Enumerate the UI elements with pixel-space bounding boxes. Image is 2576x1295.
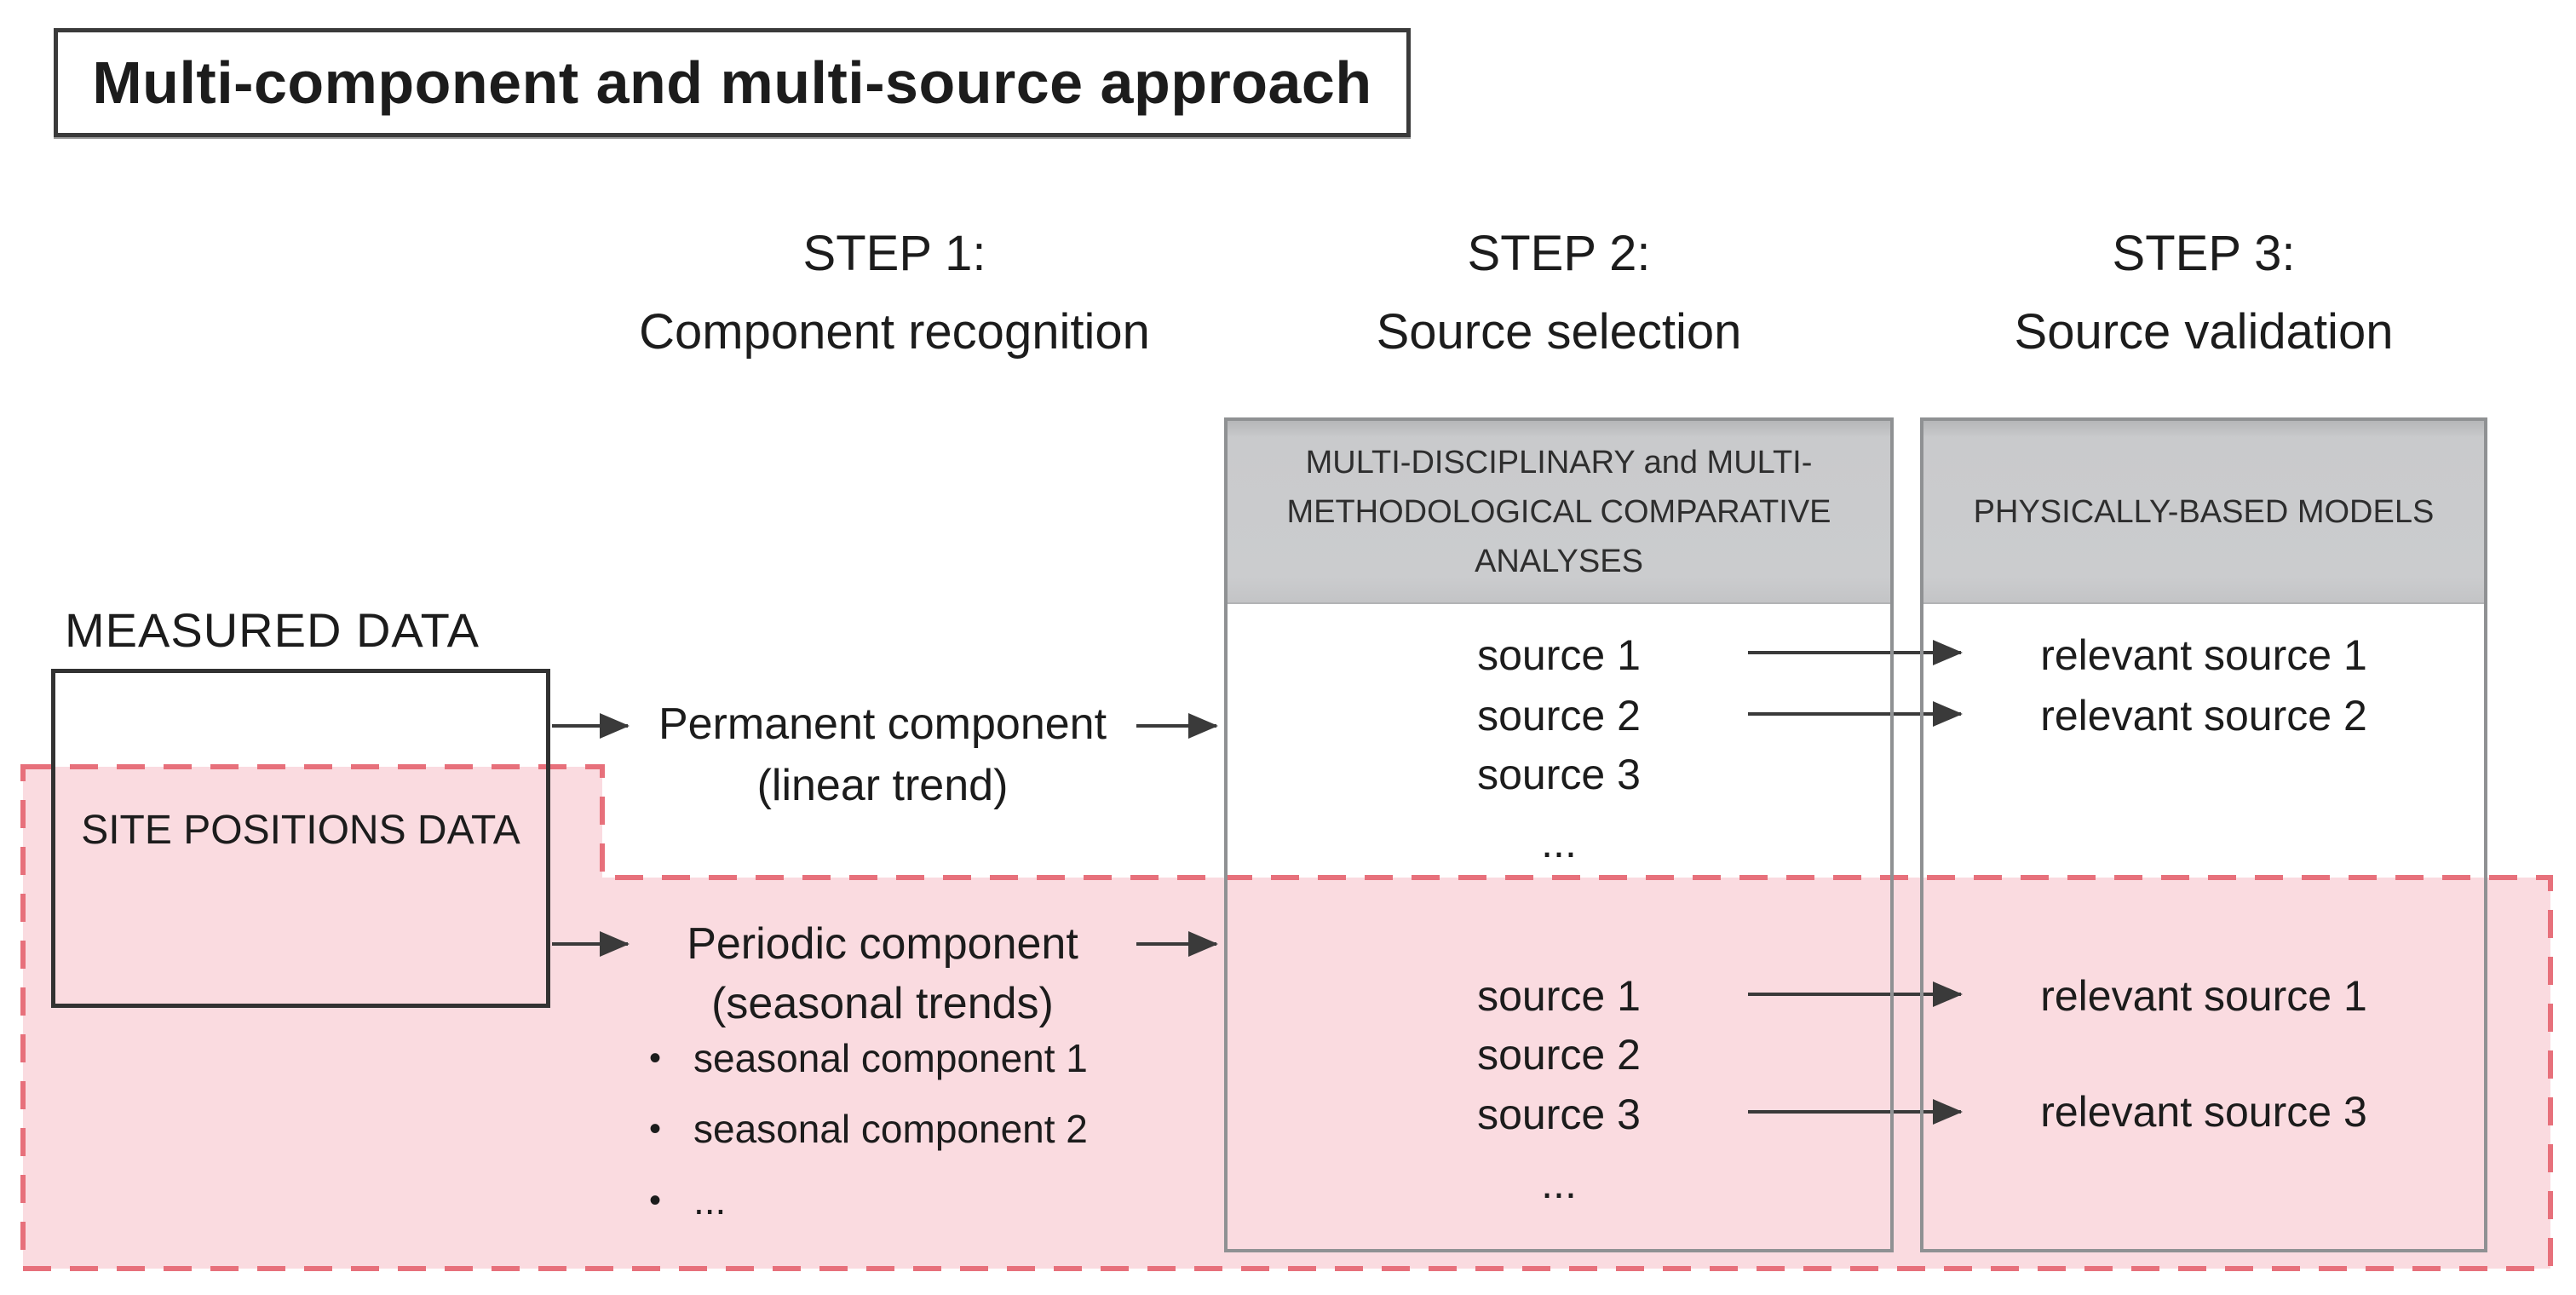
step1-name: Component recognition bbox=[639, 304, 1150, 360]
step3-heading: STEP 3: Source validation bbox=[1795, 215, 2576, 371]
step3-upper-relevant-2: relevant source 2 bbox=[2040, 692, 2367, 740]
seasonal-bullet-2-text: seasonal component 2 bbox=[693, 1107, 1088, 1151]
step2-lower-source-3: source 3 bbox=[1477, 1091, 1641, 1138]
step2-lower-source-2: source 2 bbox=[1477, 1031, 1641, 1079]
periodic-component-title: Periodic component bbox=[687, 919, 1078, 969]
seasonal-bullet-2: • seasonal component 2 bbox=[649, 1107, 1211, 1151]
step2-heading: STEP 2: Source selection bbox=[1150, 215, 1968, 371]
periodic-highlight-region bbox=[20, 764, 2553, 1271]
bullet-icon: • bbox=[649, 1039, 662, 1077]
step3-header: PHYSICALLY-BASED MODELS bbox=[1923, 421, 2484, 604]
step2-upper-ellipsis: ... bbox=[1541, 819, 1577, 866]
step3-upper-relevant-1: relevant source 1 bbox=[2040, 631, 2367, 679]
step2-lower-source-1: source 1 bbox=[1477, 972, 1641, 1020]
measured-data-label: MEASURED DATA bbox=[65, 603, 480, 657]
step2-upper-source-2: source 2 bbox=[1477, 692, 1641, 740]
step3-lower-relevant-1: relevant source 1 bbox=[2040, 972, 2367, 1020]
permanent-component-title: Permanent component bbox=[658, 699, 1107, 749]
diagram-title-box: Multi-component and multi-source approac… bbox=[54, 28, 1411, 137]
step1-heading: STEP 1: Component recognition bbox=[486, 215, 1303, 371]
step2-header: MULTI-DISCIPLINARY and MULTI-METHODOLOGI… bbox=[1228, 421, 1890, 604]
step3-label: STEP 3: bbox=[2112, 226, 2296, 281]
bullet-icon: • bbox=[649, 1109, 662, 1148]
step2-lower-ellipsis: ... bbox=[1541, 1160, 1577, 1207]
seasonal-bullet-1: • seasonal component 1 bbox=[649, 1036, 1211, 1080]
seasonal-bullet-ellipsis-text: ... bbox=[693, 1178, 727, 1223]
bullet-icon: • bbox=[649, 1181, 662, 1219]
site-positions-box bbox=[51, 669, 550, 1008]
seasonal-bullet-1-text: seasonal component 1 bbox=[693, 1036, 1088, 1080]
step3-box bbox=[1920, 417, 2487, 1252]
diagram-title: Multi-component and multi-source approac… bbox=[92, 49, 1372, 116]
step2-name: Source selection bbox=[1376, 304, 1742, 360]
permanent-component-subtitle: (linear trend) bbox=[756, 761, 1009, 810]
step3-header-text: PHYSICALLY-BASED MODELS bbox=[1973, 493, 2435, 530]
seasonal-bullet-ellipsis: • ... bbox=[649, 1178, 1211, 1223]
step2-upper-source-3: source 3 bbox=[1477, 751, 1641, 798]
step2-box bbox=[1224, 417, 1894, 1252]
step3-lower-relevant-3: relevant source 3 bbox=[2040, 1088, 2367, 1136]
step2-upper-source-1: source 1 bbox=[1477, 631, 1641, 679]
step2-header-text: MULTI-DISCIPLINARY and MULTI-METHODOLOGI… bbox=[1286, 444, 1831, 579]
site-positions-label: SITE POSITIONS DATA bbox=[81, 808, 520, 853]
step2-label: STEP 2: bbox=[1467, 226, 1651, 281]
step3-name: Source validation bbox=[2014, 304, 2394, 360]
periodic-component-subtitle: (seasonal trends) bbox=[711, 979, 1054, 1028]
step1-label: STEP 1: bbox=[802, 226, 986, 281]
